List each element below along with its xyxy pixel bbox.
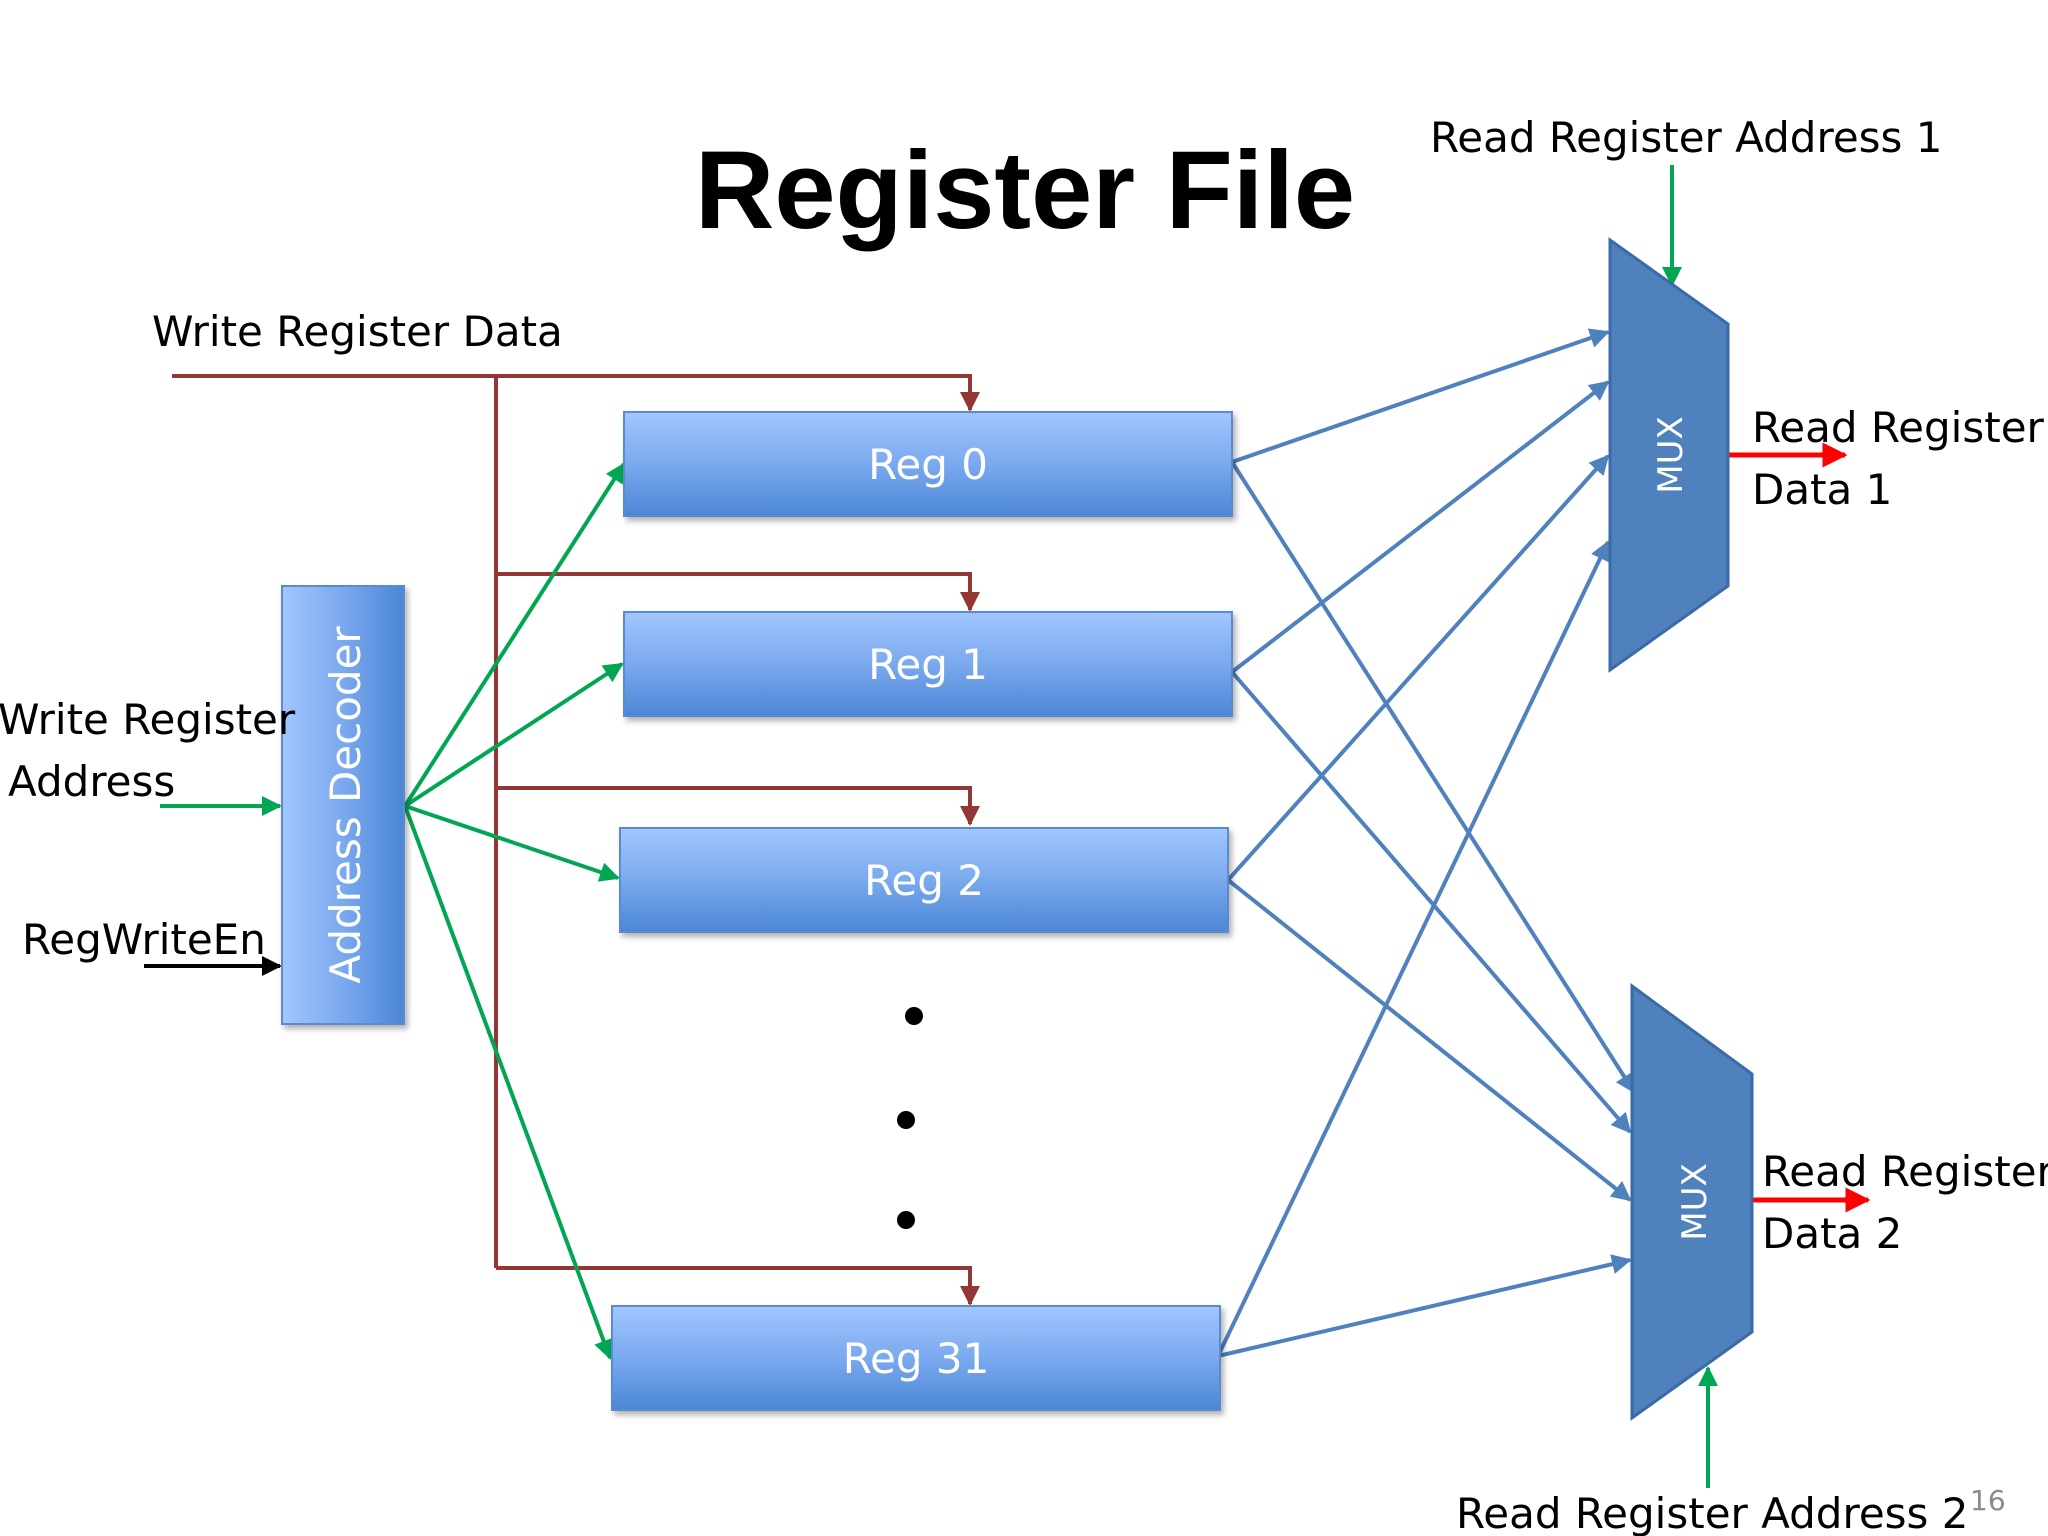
- decoder-output-lines: [160, 165, 1718, 1488]
- register-label: Reg 0: [868, 440, 988, 489]
- reg1-to-mux2-line: [1230, 670, 1632, 1134]
- mux-label: MUX: [1675, 1163, 1715, 1241]
- reg0-to-mux2-line: [1230, 460, 1636, 1094]
- write-register-data-label: Write Register Data: [152, 307, 563, 356]
- reg2-to-mux1-line: [1226, 454, 1610, 882]
- read-register-address-1-label: Read Register Address 1: [1430, 113, 1943, 162]
- register-reg0: Reg 0: [623, 411, 1233, 517]
- reg2-to-mux2-line: [1226, 878, 1632, 1202]
- reg-write-en-label: RegWriteEn: [22, 915, 266, 964]
- mux-1: MUX: [1608, 237, 1730, 673]
- read-register-data-2-label-line1: Read Register: [1762, 1147, 2048, 1196]
- ellipsis-dot: [897, 1211, 915, 1229]
- mux-label: MUX: [1651, 416, 1691, 494]
- write-register-address-label-line2: Address: [8, 757, 175, 806]
- read-register-data-1-label-line2: Data 1: [1752, 465, 1892, 514]
- reg0-to-mux1-line: [1231, 328, 1610, 464]
- write-data-line-reg2: [496, 786, 980, 826]
- decoder-to-reg31-line: [403, 805, 614, 1360]
- write-data-line-reg1: [496, 572, 980, 612]
- decoder-to-reg0-line: [403, 462, 626, 808]
- read-register-data-2-label-line2: Data 2: [1762, 1209, 1902, 1258]
- register-reg1: Reg 1: [623, 611, 1233, 717]
- register-reg31: Reg 31: [611, 1305, 1221, 1411]
- decoder-to-reg1-line: [403, 662, 624, 808]
- page-title: Register File: [695, 129, 1355, 252]
- register-label: Reg 1: [868, 640, 988, 689]
- ellipsis-dots: [897, 1007, 923, 1229]
- reg1-to-mux1-line: [1230, 380, 1610, 674]
- write-data-bus: [172, 374, 980, 1306]
- read-register-data-1-label-line1: Read Register: [1752, 403, 2045, 452]
- reg31-to-mux2-line: [1217, 1254, 1632, 1358]
- reg31-to-mux1-line: [1216, 540, 1610, 1357]
- address-decoder: Address Decoder: [281, 585, 405, 1025]
- address-decoder-label: Address Decoder: [321, 626, 370, 984]
- ellipsis-dot: [905, 1007, 923, 1025]
- mux-2: MUX: [1630, 983, 1754, 1421]
- page-number: 16: [1970, 1484, 2006, 1517]
- write-data-line-reg31: [496, 1266, 980, 1306]
- read-register-address-2-label: Read Register Address 2: [1456, 1489, 1969, 1536]
- ellipsis-dot: [897, 1111, 915, 1129]
- register-label: Reg 2: [864, 856, 984, 905]
- register-label: Reg 31: [843, 1334, 990, 1383]
- write-register-address-label-line1: Write Register: [0, 695, 296, 744]
- register-reg2: Reg 2: [619, 827, 1229, 933]
- write-data-line-reg0: [172, 374, 980, 412]
- decoder-to-reg2-line: [404, 804, 620, 882]
- register-to-mux-lines: [1216, 328, 1636, 1358]
